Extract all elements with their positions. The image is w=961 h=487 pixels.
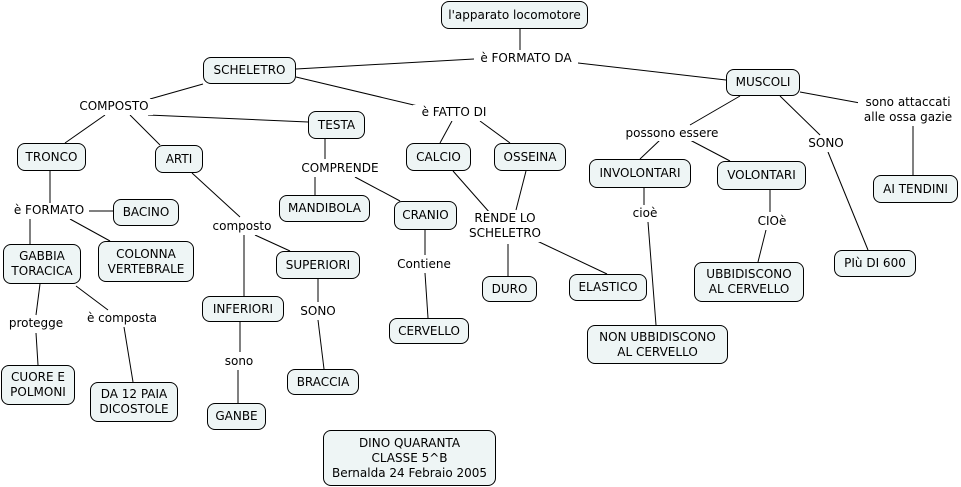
connector (354, 176, 401, 202)
link-protegge: protegge (4, 316, 68, 332)
node-ai-tendini[interactable]: AI TENDINI (873, 175, 958, 203)
author-info-box: DINO QUARANTA CLASSE 5^B Bernalda 24 Feb… (323, 430, 496, 486)
connector (69, 218, 111, 242)
link-rende-lo-scheletro: RENDE LO SCHELETRO (464, 211, 546, 242)
node-bacino[interactable]: BACINO (113, 199, 179, 226)
connector (295, 76, 419, 107)
connector (452, 170, 491, 214)
connector (35, 283, 41, 316)
connector (799, 91, 861, 104)
node-ubbidiscono[interactable]: UBBIDISCONO AL CERVELLO (694, 262, 804, 302)
connector (689, 139, 731, 162)
connector (647, 221, 657, 326)
connector (75, 285, 109, 311)
node-muscoli[interactable]: MUSCOLI (726, 69, 800, 96)
connector (779, 95, 821, 136)
node-mandibola[interactable]: MANDIBOLA (279, 195, 370, 222)
link-e-composta: è composta (83, 311, 161, 327)
node-tronco[interactable]: TRONCO (17, 143, 86, 171)
link-formato-da: è FORMATO DA (474, 51, 578, 67)
link-composto: COMPOSTO (75, 99, 153, 115)
node-superiori[interactable]: SUPERIORI (276, 251, 360, 279)
connector (123, 326, 134, 383)
connector (254, 234, 291, 252)
node-piu-di-600[interactable]: PIù DI 600 (834, 250, 916, 277)
node-colonna-vertebrale[interactable]: COLONNA VERTEBRALE (98, 241, 194, 282)
connector (639, 139, 661, 160)
link-possono-essere: possono essere (622, 126, 722, 141)
connector (534, 239, 608, 275)
link-sono-muscoli: SONO (804, 136, 848, 152)
link-sono-attaccati: sono attaccati alle ossa gazie (858, 95, 958, 126)
node-duro[interactable]: DURO (482, 276, 537, 302)
connector (515, 170, 527, 211)
connector (757, 229, 767, 263)
node-inferiori[interactable]: INFERIORI (202, 296, 284, 322)
connector (149, 83, 204, 100)
connector (191, 172, 241, 218)
connector (147, 114, 309, 123)
connector (64, 114, 106, 144)
connector (129, 114, 161, 146)
link-contiene: Contiene (390, 257, 458, 273)
node-ganbe[interactable]: GANBE (207, 403, 266, 430)
link-composto-arti: composto (210, 219, 274, 235)
connector (479, 120, 511, 144)
node-braccia[interactable]: BRACCIA (287, 369, 359, 395)
link-fatto-di: è FATTO DI (413, 105, 495, 121)
node-osseina[interactable]: OSSEINA (494, 143, 566, 171)
link-cioe-volontari: CIOè (752, 214, 792, 230)
node-arti[interactable]: ARTI (155, 145, 203, 173)
connector (317, 319, 325, 370)
node-gabbia-toracica[interactable]: GABBIA TORACICA (3, 244, 81, 284)
node-elastico[interactable]: ELASTICO (569, 274, 647, 301)
connector (439, 120, 453, 144)
node-testa[interactable]: TESTA (308, 111, 365, 139)
connector (35, 332, 39, 366)
link-comprende: COMPRENDE (297, 161, 383, 177)
node-scheletro[interactable]: SCHELETRO (203, 57, 296, 84)
link-sono-inferiori: sono (221, 354, 257, 370)
node-calcio[interactable]: CALCIO (406, 143, 471, 171)
connector (424, 272, 429, 319)
node-apparato-locomotore[interactable]: l'apparato locomotore (441, 1, 588, 29)
connector (295, 58, 475, 70)
node-volontari[interactable]: VOLONTARI (717, 161, 806, 190)
connector (827, 151, 869, 251)
node-cranio[interactable]: CRANIO (394, 201, 457, 230)
node-cuore-e-polmoni[interactable]: CUORE E POLMONI (1, 365, 75, 405)
node-dodici-paia-costole[interactable]: DA 12 PAIA DICOSTOLE (90, 382, 178, 422)
connector (689, 95, 741, 126)
connector (577, 62, 727, 81)
node-involontari[interactable]: INVOLONTARI (589, 159, 691, 188)
node-cervello[interactable]: CERVELLO (389, 318, 469, 344)
link-e-formato: è FORMATO (9, 203, 89, 219)
link-cioe: cioè (628, 206, 662, 222)
node-non-ubbidiscono[interactable]: NON UBBIDISCONO AL CERVELLO (587, 325, 728, 364)
link-sono-superiori: SONO (296, 304, 340, 320)
